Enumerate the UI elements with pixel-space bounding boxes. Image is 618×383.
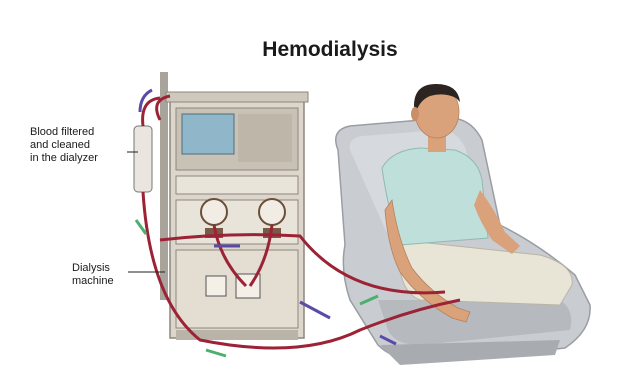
machine-label-line: machine — [72, 275, 142, 288]
dialyzer-label-line: Blood filtered — [30, 126, 130, 139]
dialysis-machine — [134, 72, 308, 340]
dialyzer-label: Blood filtered and cleaned in the dialyz… — [30, 126, 130, 165]
dialyzer-label-line: and cleaned — [30, 139, 130, 152]
arrow-bottom-green — [206, 350, 226, 356]
page-title: Hemodialysis — [230, 38, 430, 62]
patient — [382, 84, 572, 322]
machine-label-line: Dialysis — [72, 262, 142, 275]
dialyzer-label-line: in the dialyzer — [30, 152, 130, 165]
machine-label: Dialysis machine — [72, 262, 142, 288]
